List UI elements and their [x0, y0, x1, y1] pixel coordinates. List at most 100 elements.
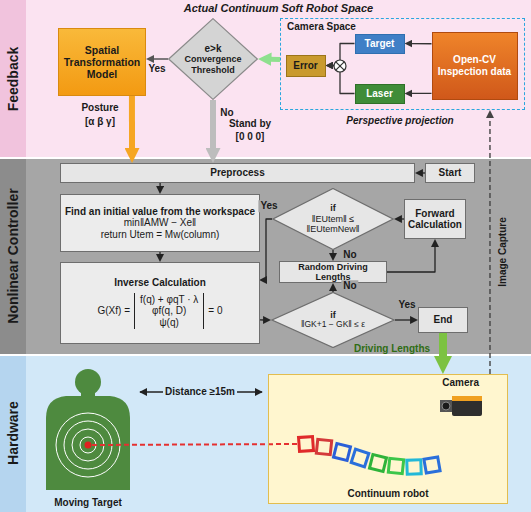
space-title: Actual Continuum Soft Robot Space — [26, 2, 531, 15]
laser-spot — [85, 442, 92, 449]
terminal-box: Start — [425, 163, 475, 183]
node-text: return Utem = Mw(column) — [101, 229, 220, 241]
node-text: ‖GK+1 − GK‖ ≤ ε — [301, 320, 365, 330]
equation-text: G(Xf) = — [98, 305, 131, 317]
connector-arrow — [332, 250, 333, 255]
node-text: Inverse Calculation — [114, 277, 206, 289]
node-text: Camera Space — [287, 21, 356, 33]
equation-text: f(q) + φqT · λ — [140, 294, 198, 306]
edge-label-anchor: No — [341, 280, 358, 292]
band-separator — [0, 354, 531, 356]
edge-label: No — [341, 249, 358, 261]
edge-label: Yes — [396, 299, 417, 311]
process-box: Random Driving Lengths — [279, 261, 387, 283]
label-anchor: Perspective projection — [344, 115, 455, 127]
connector-arrow — [210, 100, 216, 151]
hardware-box: CameraContinuum robot — [268, 374, 508, 504]
connector-arrow — [269, 57, 280, 62]
camera-icon — [440, 396, 482, 416]
edge-label-anchor: Driving Lengths — [352, 343, 432, 355]
process-box: Preprocess — [60, 163, 415, 183]
label-anchor: Posture — [79, 102, 120, 114]
target-box: Target — [355, 34, 405, 54]
moving-target-figure — [46, 369, 130, 490]
edge-label-anchor: No — [341, 249, 358, 261]
decision-diamond: if‖GK+1 − GK‖ ≤ ε — [271, 292, 395, 348]
connector-arrow — [387, 245, 435, 272]
annotation-label: [α β γ] — [83, 116, 117, 128]
node-text: Forward Calculation — [408, 208, 462, 231]
band-label: Nonlinear Controller — [5, 189, 21, 324]
connector-arrow — [159, 252, 160, 256]
connector-arrow — [332, 289, 333, 292]
node-text: Convergence Threshold — [184, 54, 242, 75]
edge-label: Image Capture — [497, 215, 509, 288]
node-text: Error — [293, 60, 317, 72]
band-label: Feedback — [5, 47, 21, 112]
node-text: Random Driving Lengths — [283, 262, 383, 283]
edge-label-anchor: Yes — [258, 200, 279, 212]
annotation-label: Stand by — [227, 118, 273, 130]
edge-label-anchor: Yes — [396, 299, 417, 311]
band-strip — [0, 158, 26, 355]
annotation-label: [0 0 0] — [234, 131, 267, 143]
hardware-band: CameraContinuum robot Hardware — [0, 355, 531, 512]
annotation-label: Perspective projection — [344, 115, 455, 127]
diamond-shape — [273, 188, 393, 249]
band-label-strip: Feedback — [0, 0, 26, 158]
annotation-label: Moving Target — [52, 497, 124, 509]
edge-label: No — [218, 107, 235, 119]
band-label-strip: Nonlinear Controller — [0, 158, 26, 355]
equation-text: = 0 — [208, 305, 222, 317]
edge-label: No — [341, 280, 358, 292]
feedback-band: Spatial Transformation Model e>kConvergen… — [0, 0, 531, 158]
controller-band-fill — [0, 158, 531, 355]
laser-box: Laser — [355, 84, 405, 104]
band-label-strip: Hardware — [0, 355, 26, 512]
band-title-slot: Actual Continuum Soft Robot Space — [26, 2, 531, 15]
node-text: Open-CV Inspection data — [436, 54, 514, 77]
node-text: Continuum robot — [347, 488, 428, 500]
connector-arrow — [260, 319, 265, 320]
edge-label-anchor: Image Capture — [497, 215, 509, 288]
node-text: Find an initial value from the workspace — [65, 206, 255, 218]
connector-arrow — [489, 116, 490, 374]
edge-label: Yes — [146, 63, 167, 75]
annotation-label: Distance ≥15m — [163, 386, 237, 398]
node-text: if — [330, 203, 336, 213]
label-anchor: [α β γ] — [83, 116, 117, 128]
connector-arrow — [411, 93, 432, 94]
controller-band: Preprocess StartFind an initial value fro… — [0, 158, 531, 355]
edge-label-anchor: Yes — [146, 63, 167, 75]
equation-text: ψ(q) — [159, 317, 178, 329]
node-text: Laser — [366, 88, 393, 100]
opencv-box: Open-CV Inspection data — [432, 32, 518, 100]
hardware-box-fill — [268, 374, 508, 504]
band-strip — [0, 355, 26, 512]
connector-arrow — [395, 319, 412, 320]
label-anchor: Distance ≥15m — [163, 386, 237, 398]
connector-arrow — [439, 333, 447, 360]
hardware-band-fill — [0, 355, 531, 512]
node-text: ‖EUtem‖ ≤ ‖EUtemNew‖ — [294, 214, 372, 235]
connector-arrow — [266, 219, 273, 280]
process-box: Forward Calculation — [404, 199, 466, 239]
continuum-robot-figure — [299, 437, 441, 475]
title-slot: Inverse Calculation — [114, 277, 206, 289]
band-separator — [0, 157, 531, 159]
node-text: min‖AMW − Xe‖ — [124, 217, 196, 229]
node-text: if — [330, 310, 336, 320]
title-slot: Camera Space — [287, 21, 356, 33]
equation-text: φf(q, D) — [152, 305, 186, 317]
process-box: Inverse Calculation f(q) + φqT · λφf(q, D… — [60, 262, 260, 344]
equation-row: f(q) + φqT · λφf(q, D)ψ(q)G(Xf) == 0 — [98, 293, 223, 330]
node-text: e>k — [205, 43, 222, 55]
connector-arrow — [153, 58, 168, 60]
camera-space-box: Error TargetLaser Open-CV Inspection data C… — [280, 18, 525, 110]
node-text: Preprocess — [210, 167, 264, 179]
node-text: Spatial Transformation Model — [62, 44, 142, 80]
edge-label: Driving Lengths — [352, 343, 432, 355]
label-anchor: Moving Target — [52, 497, 124, 509]
model-box: Spatial Transformation Model — [58, 28, 146, 96]
matrix-bracket: f(q) + φqT · λφf(q, D)ψ(q) — [134, 293, 204, 330]
